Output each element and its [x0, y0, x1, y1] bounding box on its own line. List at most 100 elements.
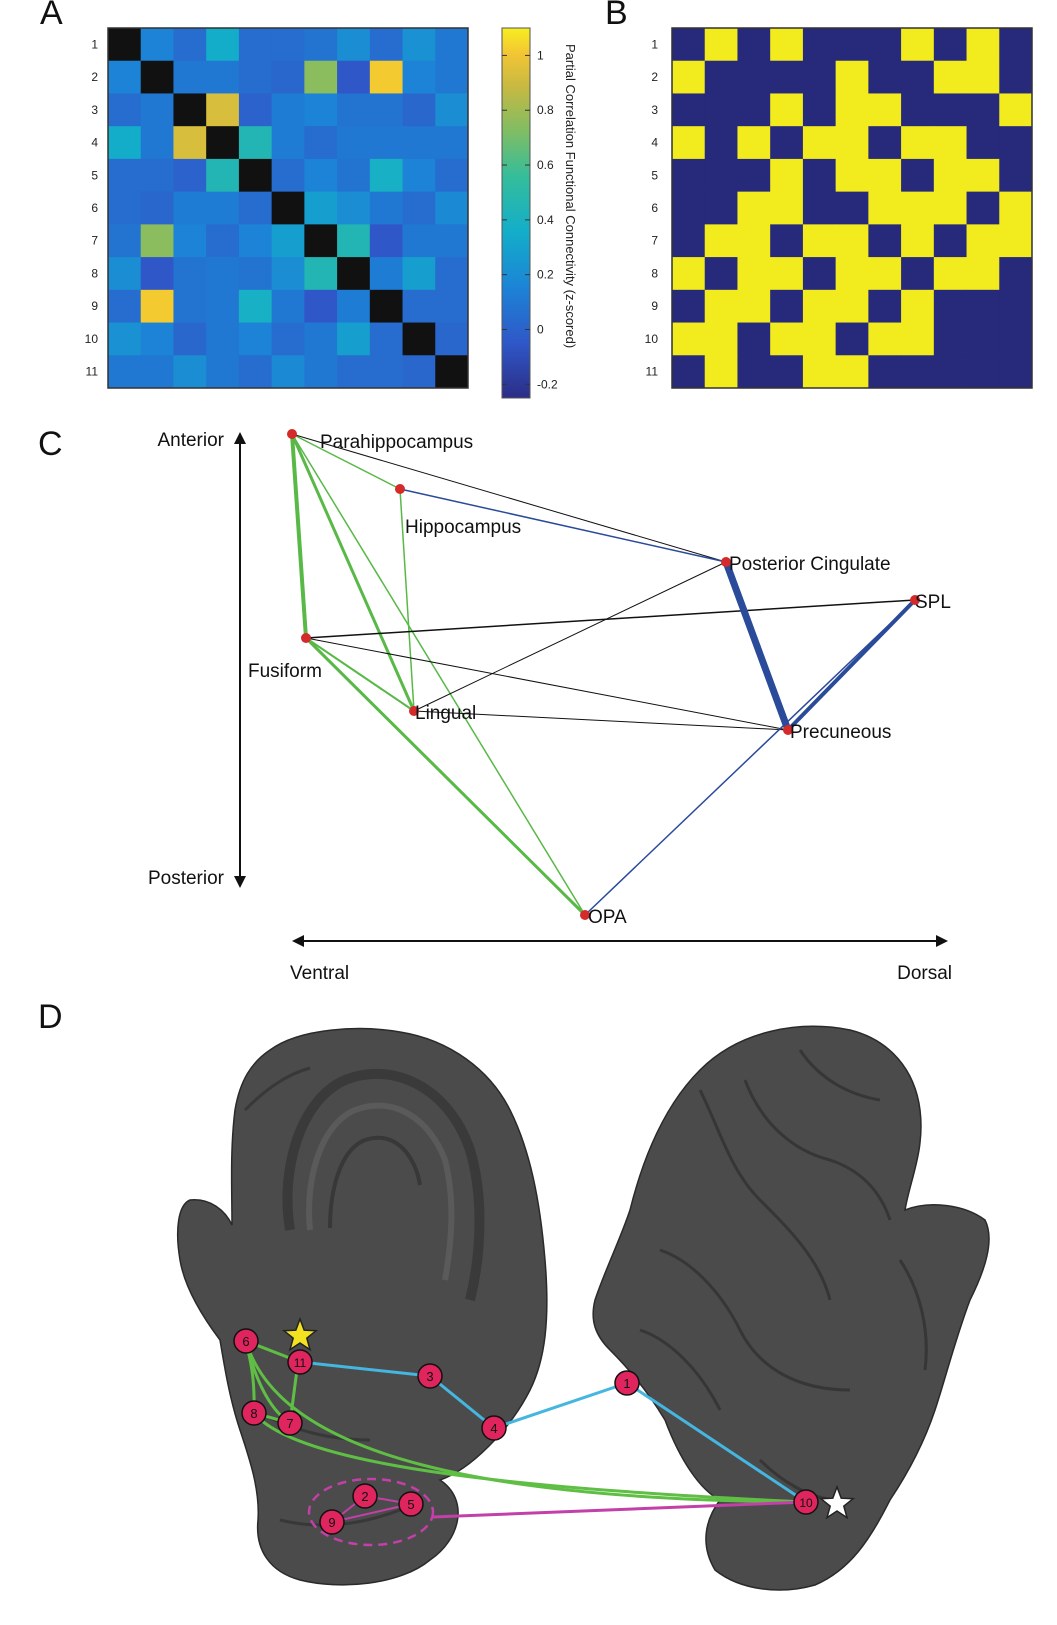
row-label-a-3: 3 — [91, 103, 98, 117]
panel-a-label: A — [40, 0, 63, 32]
brain-right-hemisphere — [592, 1025, 990, 1591]
cell-b-8-7 — [868, 257, 902, 291]
cell-b-10-3 — [737, 322, 771, 356]
cell-a-4-2 — [140, 126, 174, 160]
cell-a-3-9 — [369, 93, 403, 127]
cell-a-7-4 — [206, 224, 240, 258]
marker-5: 5 — [398, 1491, 424, 1517]
cell-a-11-3 — [173, 355, 207, 389]
cell-a-10-2 — [140, 322, 174, 356]
cell-a-5-5 — [238, 158, 273, 193]
cell-a-7-3 — [173, 224, 207, 258]
cell-a-6-2 — [140, 191, 174, 225]
cell-a-9-4 — [206, 289, 240, 323]
marker-5-label: 5 — [407, 1497, 414, 1512]
cell-a-11-4 — [206, 355, 240, 389]
cell-b-10-11 — [999, 322, 1033, 356]
cell-a-8-7 — [304, 257, 338, 291]
edge-parahippocampus-fusiform — [290, 433, 308, 639]
row-label-a-11: 11 — [86, 365, 99, 379]
cell-a-9-3 — [173, 289, 207, 323]
marker-9-label: 9 — [328, 1515, 335, 1530]
label-precuneous: Precuneous — [790, 722, 891, 743]
cell-b-4-11 — [999, 126, 1033, 160]
cell-b-2-10 — [966, 60, 1000, 94]
cell-b-5-4 — [770, 158, 804, 193]
node-precuneous — [783, 725, 793, 735]
row-label-b-8: 8 — [651, 266, 658, 280]
network-nodes — [287, 429, 920, 920]
cell-b-9-4 — [770, 289, 804, 323]
cell-a-3-11 — [435, 93, 469, 127]
label-opa: OPA — [588, 907, 627, 928]
colorbar-tick-label-5: 0 — [537, 322, 544, 336]
cell-a-1-6 — [271, 28, 305, 62]
row-label-a-2: 2 — [91, 70, 98, 84]
marker-4-label: 4 — [490, 1421, 497, 1436]
row-label-b-6: 6 — [651, 201, 658, 215]
cell-b-7-9 — [933, 224, 967, 258]
cell-b-8-9 — [933, 257, 967, 291]
cell-a-5-9 — [369, 158, 403, 193]
edge-parahippocampus-opa — [291, 433, 586, 916]
cell-a-2-3 — [173, 60, 207, 94]
cell-a-4-3 — [173, 126, 207, 160]
node-lingual — [409, 706, 419, 716]
edge-hippocampus-lingual — [399, 488, 415, 712]
cell-a-8-9 — [369, 257, 403, 291]
cell-a-8-2 — [140, 257, 174, 291]
cell-a-11-10 — [402, 355, 436, 389]
cell-b-6-9 — [933, 191, 967, 225]
edge-lingual-posterior-cingulate — [413, 561, 727, 712]
cell-a-1-5 — [238, 28, 273, 62]
cell-a-9-10 — [402, 289, 436, 323]
cell-b-1-1 — [672, 28, 706, 62]
cell-a-1-9 — [369, 28, 403, 62]
cell-b-1-5 — [802, 28, 837, 62]
cell-a-11-9 — [369, 355, 403, 389]
cell-b-9-11 — [999, 289, 1033, 323]
cell-b-5-11 — [999, 158, 1033, 193]
marker-3: 3 — [417, 1363, 443, 1389]
cell-b-5-5 — [802, 158, 837, 193]
cell-a-6-11 — [435, 191, 469, 225]
cell-b-4-3 — [737, 126, 771, 160]
cell-a-11-8 — [337, 355, 371, 389]
cell-b-7-4 — [770, 224, 804, 258]
cell-a-6-5 — [238, 191, 273, 225]
cell-b-6-5 — [802, 191, 837, 225]
cell-a-7-9 — [369, 224, 403, 258]
cell-a-7-10 — [402, 224, 436, 258]
cell-a-6-7 — [304, 191, 338, 225]
cell-b-9-8 — [901, 289, 935, 323]
edge-parahippocampus-posterior-cingulate — [291, 433, 727, 563]
cell-b-3-8 — [901, 93, 935, 127]
label-spl: SPL — [915, 592, 951, 613]
cell-b-6-4 — [770, 191, 804, 225]
edge-posterior-cingulate-precuneous — [722, 560, 792, 732]
cell-b-7-7 — [868, 224, 902, 258]
cell-b-7-1 — [672, 224, 706, 258]
colorbar-tick-label-0: 1 — [537, 48, 544, 62]
cell-b-8-3 — [737, 257, 771, 291]
marker-10: 10 — [793, 1489, 819, 1515]
marker-4: 4 — [481, 1415, 507, 1441]
cell-b-2-4 — [770, 60, 804, 94]
marker-10-label: 10 — [799, 1496, 813, 1510]
marker-6-label: 6 — [242, 1334, 249, 1349]
cell-b-5-7 — [868, 158, 902, 193]
cell-b-7-5 — [802, 224, 837, 258]
cell-b-1-9 — [933, 28, 967, 62]
cell-a-5-1 — [108, 158, 142, 193]
cell-b-3-3 — [737, 93, 771, 127]
cell-a-2-11 — [435, 60, 469, 94]
brain-connections — [244, 1339, 807, 1547]
edge-spl-precuneous — [786, 598, 917, 732]
cell-a-4-6 — [271, 126, 305, 160]
cell-a-6-6 — [271, 191, 305, 225]
cell-a-4-5 — [238, 126, 273, 160]
label-fusiform: Fusiform — [248, 661, 322, 682]
cell-b-3-6 — [835, 93, 869, 127]
cell-b-11-10 — [966, 355, 1000, 389]
cell-b-4-1 — [672, 126, 706, 160]
